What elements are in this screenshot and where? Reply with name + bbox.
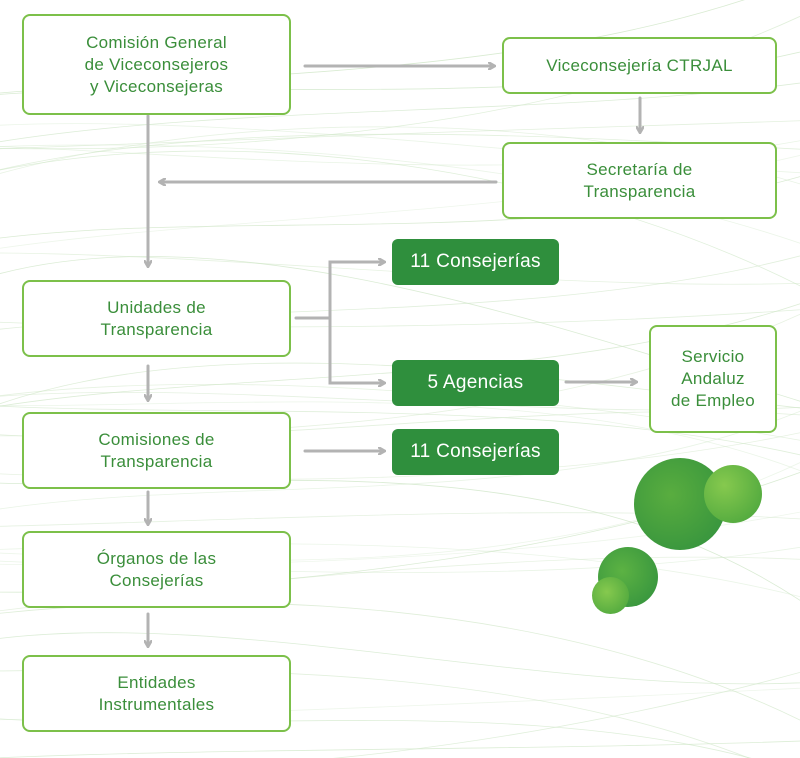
- background-wave-line: [0, 632, 800, 685]
- background-wave-line: [0, 410, 800, 510]
- background-wave-line: [332, 671, 800, 758]
- node-organos: Órganos de las Consejerías: [22, 531, 291, 608]
- background-wave-line: [0, 150, 800, 287]
- pill-5-agencias: 5 Agencias: [392, 360, 559, 406]
- arrow-branch-to-consejerias: [328, 262, 384, 320]
- node-comision-general: Comisión General de Viceconsejeros y Vic…: [22, 14, 291, 115]
- node-comisiones: Comisiones de Transparencia: [22, 412, 291, 489]
- circle-medium-right: [704, 465, 762, 523]
- decorative-circles: [580, 450, 780, 620]
- node-secretaria: Secretaría de Transparencia: [502, 142, 777, 219]
- pill-11-consejerias-top: 11 Consejerías: [392, 239, 559, 285]
- node-entidades: Entidades Instrumentales: [22, 655, 291, 732]
- background-wave-line: [0, 740, 800, 758]
- node-servicio-empleo: Servicio Andaluz de Empleo: [649, 325, 777, 433]
- node-unidades: Unidades de Transparencia: [22, 280, 291, 357]
- circle-tiny: [592, 577, 629, 614]
- background-wave-line: [0, 405, 800, 456]
- node-viceconsejeria: Viceconsejería CTRJAL: [502, 37, 777, 94]
- arrow-branch-to-agencias: [328, 316, 384, 383]
- pill-11-consejerias-bottom: 11 Consejerías: [392, 429, 559, 475]
